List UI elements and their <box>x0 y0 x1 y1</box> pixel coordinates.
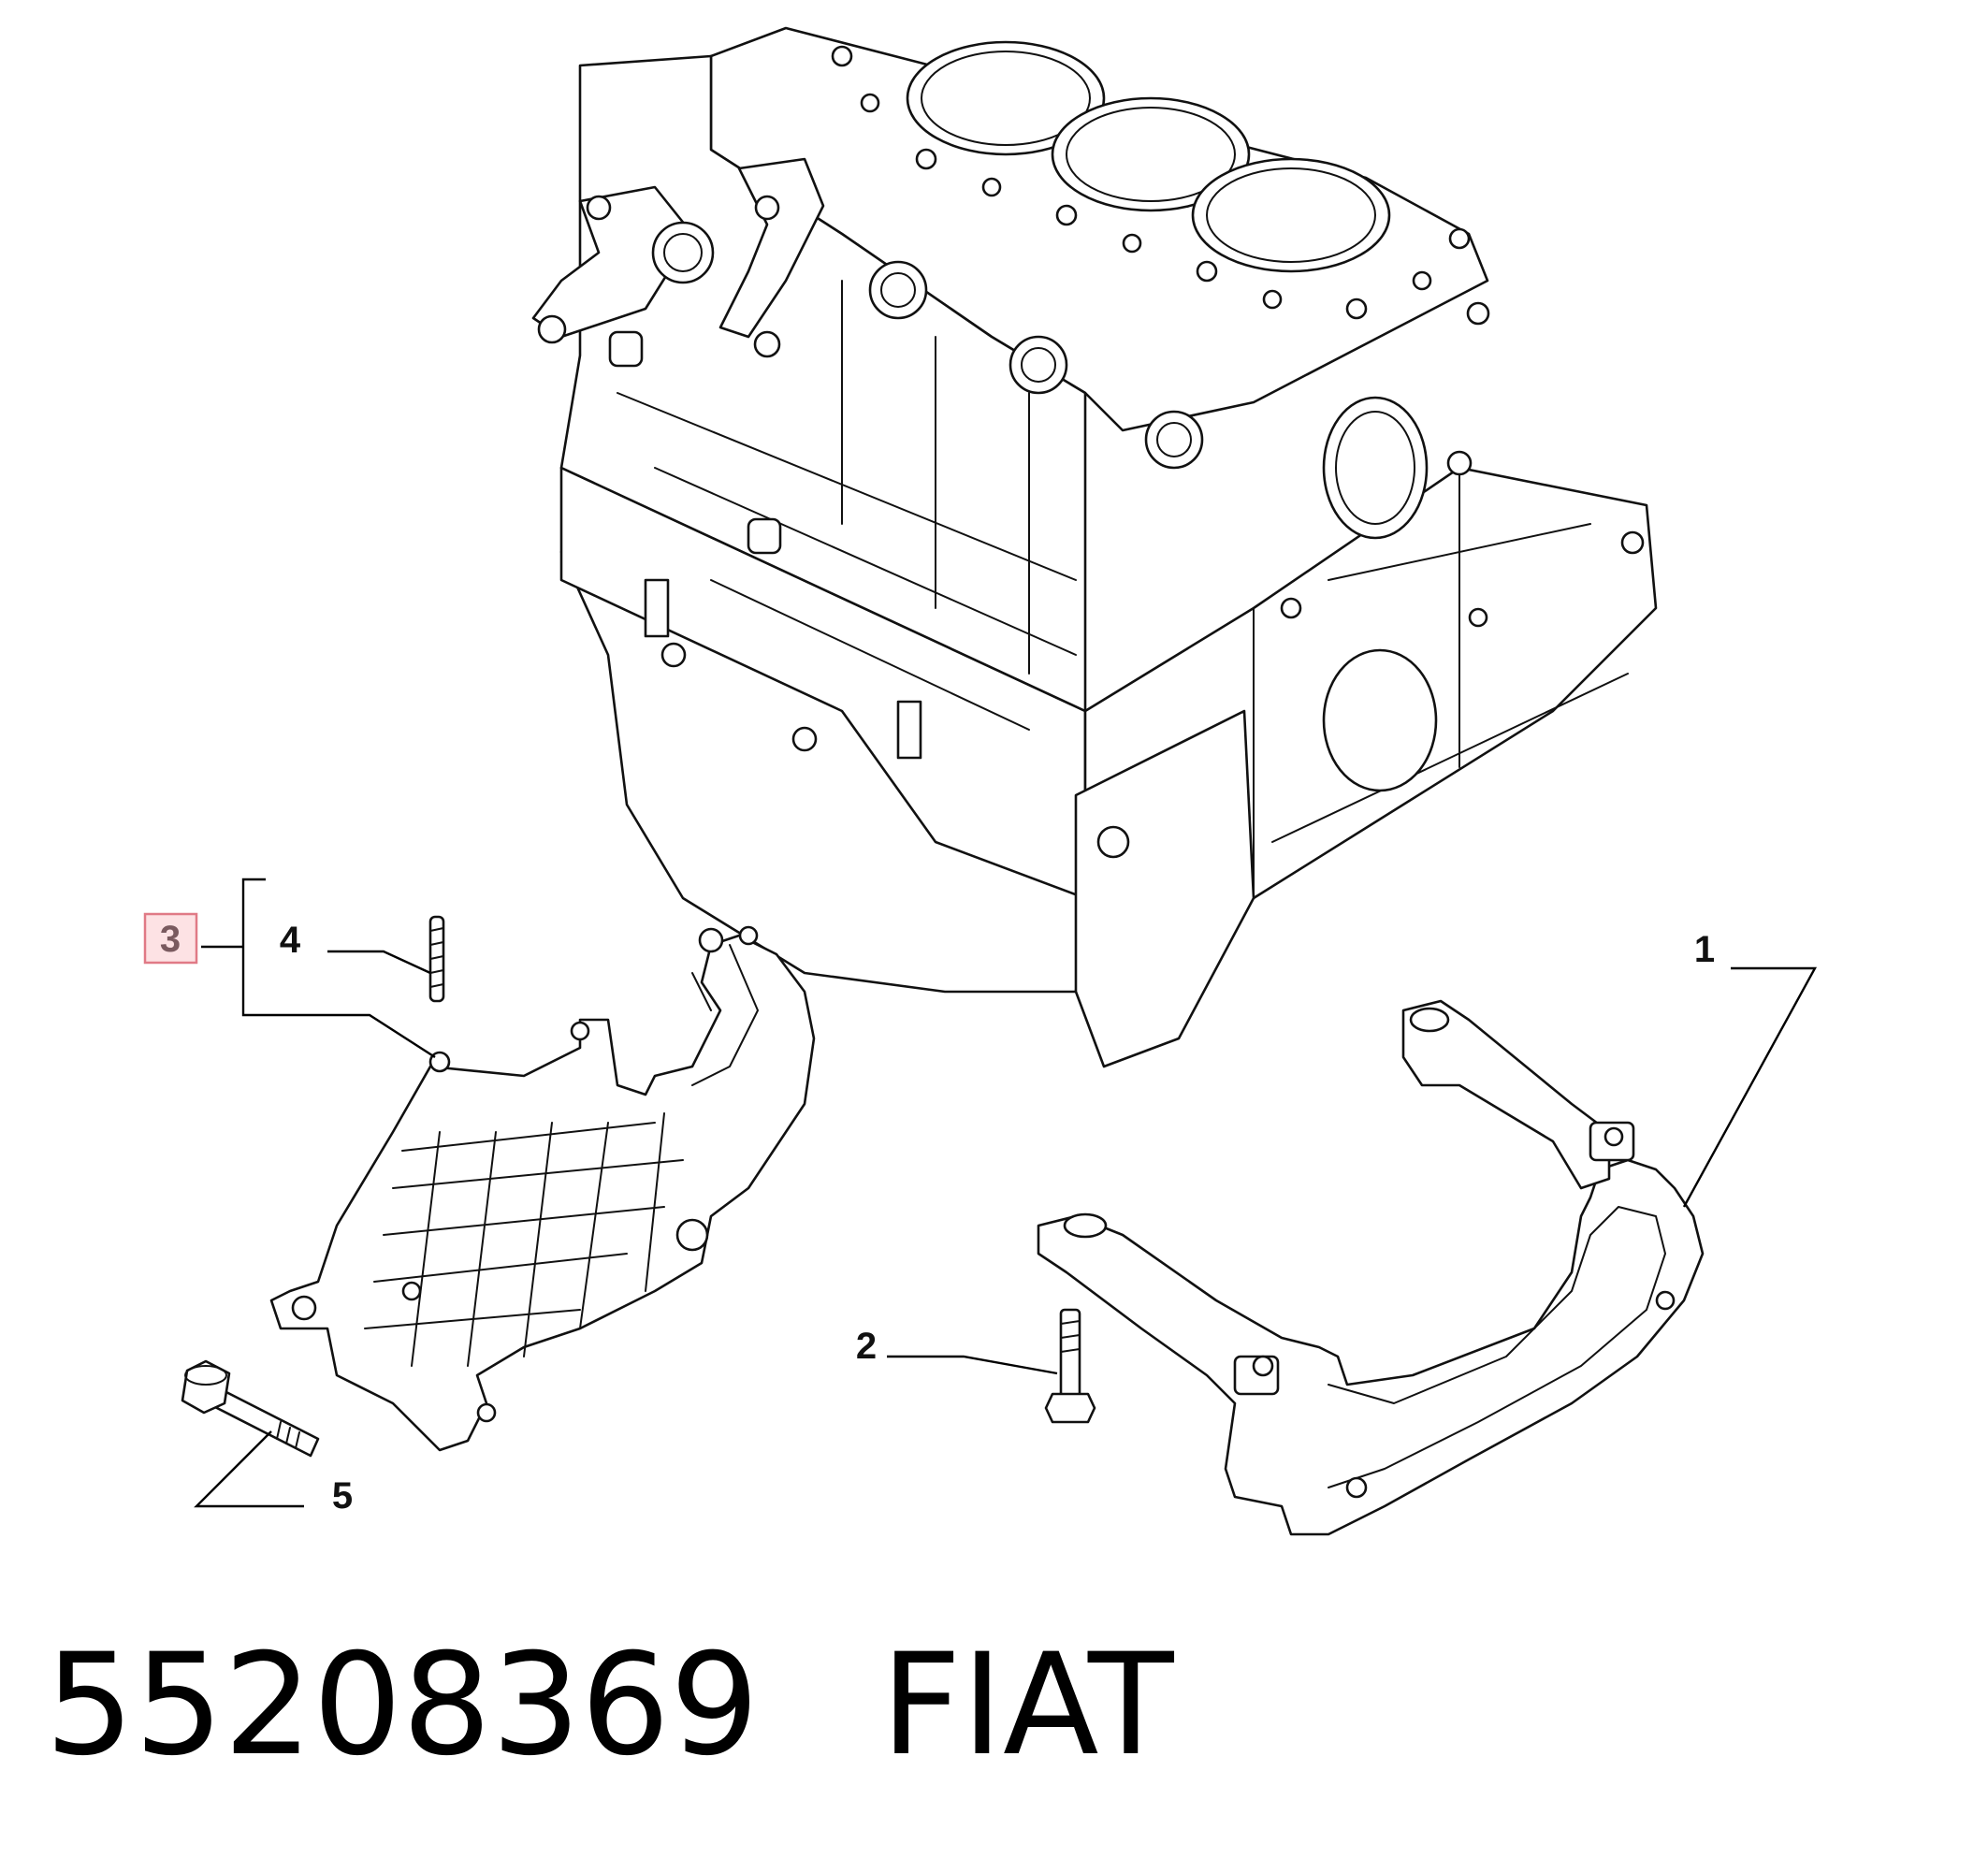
callout-labels: 3 4 5 2 1 <box>143 912 1715 1517</box>
leader-4 <box>327 950 431 975</box>
callout-3: 3 <box>160 919 181 960</box>
group-bracket-3 <box>241 878 436 1059</box>
engine-block-front-flange <box>1074 709 1255 1068</box>
bolt-5-head <box>181 1359 231 1415</box>
front-bore-upper <box>1322 396 1429 540</box>
deck-bolt-holes <box>831 45 1471 320</box>
bolt-5-shank <box>211 1387 320 1458</box>
support-bracket-part-3 <box>269 925 816 1452</box>
mount-bracket-body <box>1037 1158 1705 1536</box>
side-port-2 <box>868 260 928 320</box>
bolt-2-head <box>1044 1392 1096 1424</box>
cylinder-bore-3 <box>1191 157 1391 273</box>
callout-5: 5 <box>332 1475 353 1517</box>
cylinder-bore-2 <box>1051 96 1251 212</box>
leader-lines <box>194 878 1818 1508</box>
flange-bolt-part-5 <box>181 1359 320 1458</box>
part-number: 55208369 <box>45 1624 760 1787</box>
cylinder-bores <box>906 40 1391 273</box>
callout-1: 1 <box>1694 929 1715 970</box>
front-bore-lower <box>1322 648 1438 792</box>
cylinder-bore-1 <box>906 40 1106 156</box>
side-port-4 <box>1144 410 1204 470</box>
block-mount-holes <box>537 195 1645 859</box>
mount-bracket-part-1 <box>1037 999 1705 1536</box>
block-right-ribs <box>1253 467 1629 899</box>
stud-part-4 <box>428 915 445 1003</box>
brand-name: FIAT <box>880 1624 1174 1787</box>
leader-2 <box>887 1355 1058 1375</box>
callout-2: 2 <box>856 1326 877 1367</box>
callout-4: 4 <box>280 920 301 961</box>
mount-bracket-inner-recess <box>1328 1206 1666 1488</box>
leader-5 <box>194 1430 304 1508</box>
side-port-1 <box>651 221 715 284</box>
block-bosses <box>608 330 922 760</box>
callout-3-highlight <box>143 912 198 965</box>
hex-bolt-part-2 <box>1044 1308 1096 1424</box>
block-rib-lines <box>617 280 1077 731</box>
block-side-ports <box>651 221 1438 792</box>
support-bracket-ribs <box>364 1112 684 1367</box>
leader-1 <box>1682 966 1818 1208</box>
accessory-bracket-arm-center <box>718 157 825 339</box>
part-caption: 55208369 FIAT <box>45 1626 1916 1785</box>
side-port-3 <box>1009 335 1068 395</box>
mount-bracket-upper-arm <box>1401 999 1611 1190</box>
